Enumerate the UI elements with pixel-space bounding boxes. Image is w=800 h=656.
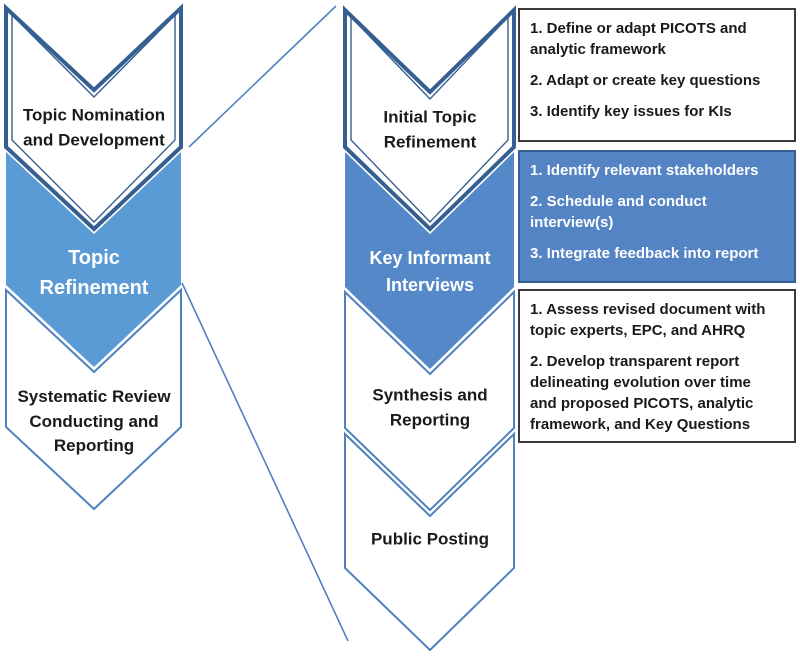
- detail-item: 1. Identify relevant stakeholders: [530, 162, 759, 179]
- detail-item: 1. Define or adapt PICOTS and analytic f…: [530, 20, 747, 58]
- detail-box-initial-refinement: 1. Define or adapt PICOTS and analytic f…: [518, 8, 796, 142]
- chevron-initial-topic-refinement: [343, 5, 516, 232]
- detail-box-key-informant: 1. Identify relevant stakeholders 2. Sch…: [518, 150, 796, 283]
- detail-item: 3. Integrate feedback into report: [530, 245, 759, 262]
- detail-item: 2. Adapt or create key questions: [530, 72, 761, 89]
- detail-item: 3. Identify key issues for KIs: [530, 103, 732, 120]
- chevron-initial-topic-refinement-inner-line: [350, 15, 509, 224]
- chevron-topic-nomination-inner-line: [11, 13, 176, 223]
- chevron-systematic-review: [5, 287, 182, 511]
- chevron-key-informant-interviews: [345, 152, 514, 369]
- detail-item: 2. Schedule and conduct interview(s): [530, 193, 707, 231]
- detail-box-synthesis: 1. Assess revised document with topic ex…: [518, 289, 796, 443]
- chevron-topic-nomination: [3, 3, 183, 232]
- explode-line-bottom: [181, 282, 349, 642]
- detail-item: 1. Assess revised document with topic ex…: [530, 301, 766, 339]
- chevron-synthesis-reporting: [344, 289, 515, 512]
- detail-item: 2. Develop transparent report delineatin…: [530, 353, 754, 433]
- explode-line-top: [188, 5, 337, 148]
- chevron-topic-refinement: [6, 152, 181, 367]
- chevron-public-posting: [344, 431, 515, 652]
